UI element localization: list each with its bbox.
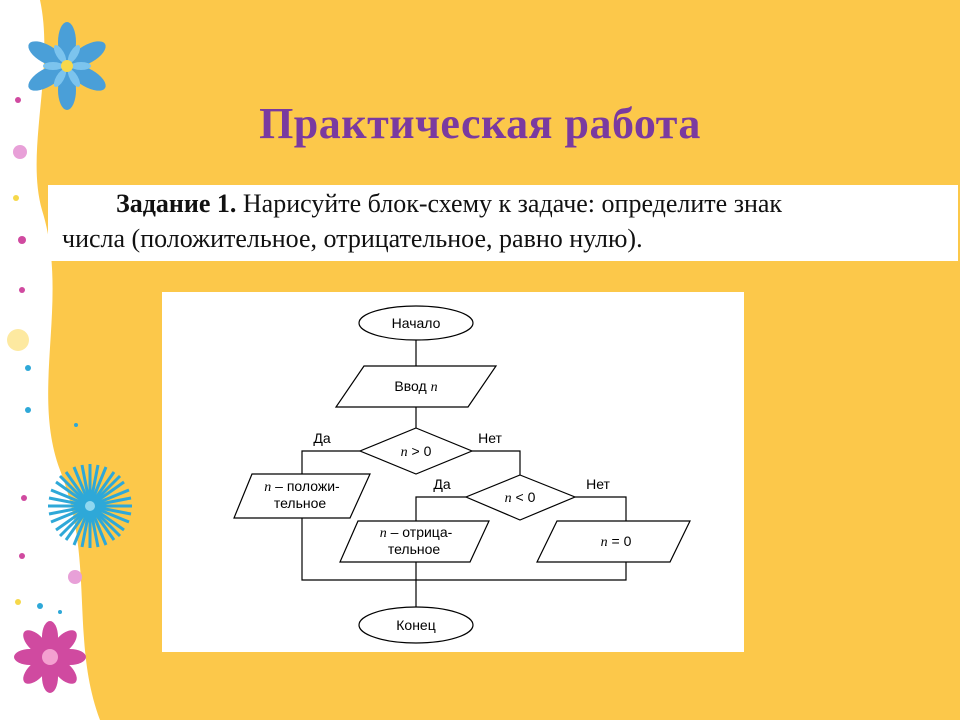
output-negative [339,520,490,563]
out-pos-label-2: тельное [274,495,327,511]
out-neg-label-2: тельное [388,541,441,557]
decor-dots [7,97,82,614]
connector [301,450,360,474]
connector [416,562,627,581]
decorations [7,22,132,693]
connector [575,496,627,521]
slide-title: Практическая работа [259,99,701,148]
cond1-yes-label: Да [313,430,330,446]
condition-1 [358,427,474,475]
input-node [334,365,498,408]
out-neg-label-1: n – отрица- [380,524,453,541]
cond1-label: n > 0 [401,443,432,460]
cond2-no-label: Нет [586,476,610,492]
end-terminal [358,606,474,644]
task-line-2: числа (положительное, отрицательное, рав… [62,224,643,253]
task-label: Задание 1. [116,189,237,218]
input-label: Ввод n [394,378,437,395]
task-line-1: Задание 1. Нарисуйте блок-схему к задаче… [116,189,782,219]
cyan-flower-icon [48,464,132,548]
flowchart: Начало Ввод n n > 0 Да Нет n – положи- т… [162,292,744,652]
output-positive [233,473,371,519]
connector [301,518,416,581]
output-zero [536,520,691,563]
out-pos-label-1: n – положи- [264,478,340,495]
end-label: Конец [396,617,435,633]
connector [415,496,466,521]
condition-2 [464,474,577,521]
start-label: Начало [392,315,441,331]
task-box [48,185,958,261]
cond1-no-label: Нет [478,430,502,446]
cond2-yes-label: Да [433,476,450,492]
out-zero-label: n = 0 [601,533,632,550]
task-text-1: Нарисуйте блок-схему к задаче: определит… [242,189,783,218]
connector [472,450,521,475]
pink-flower-icon [14,621,86,693]
blue-flower-icon [28,22,106,110]
cond2-label: n < 0 [505,489,536,506]
